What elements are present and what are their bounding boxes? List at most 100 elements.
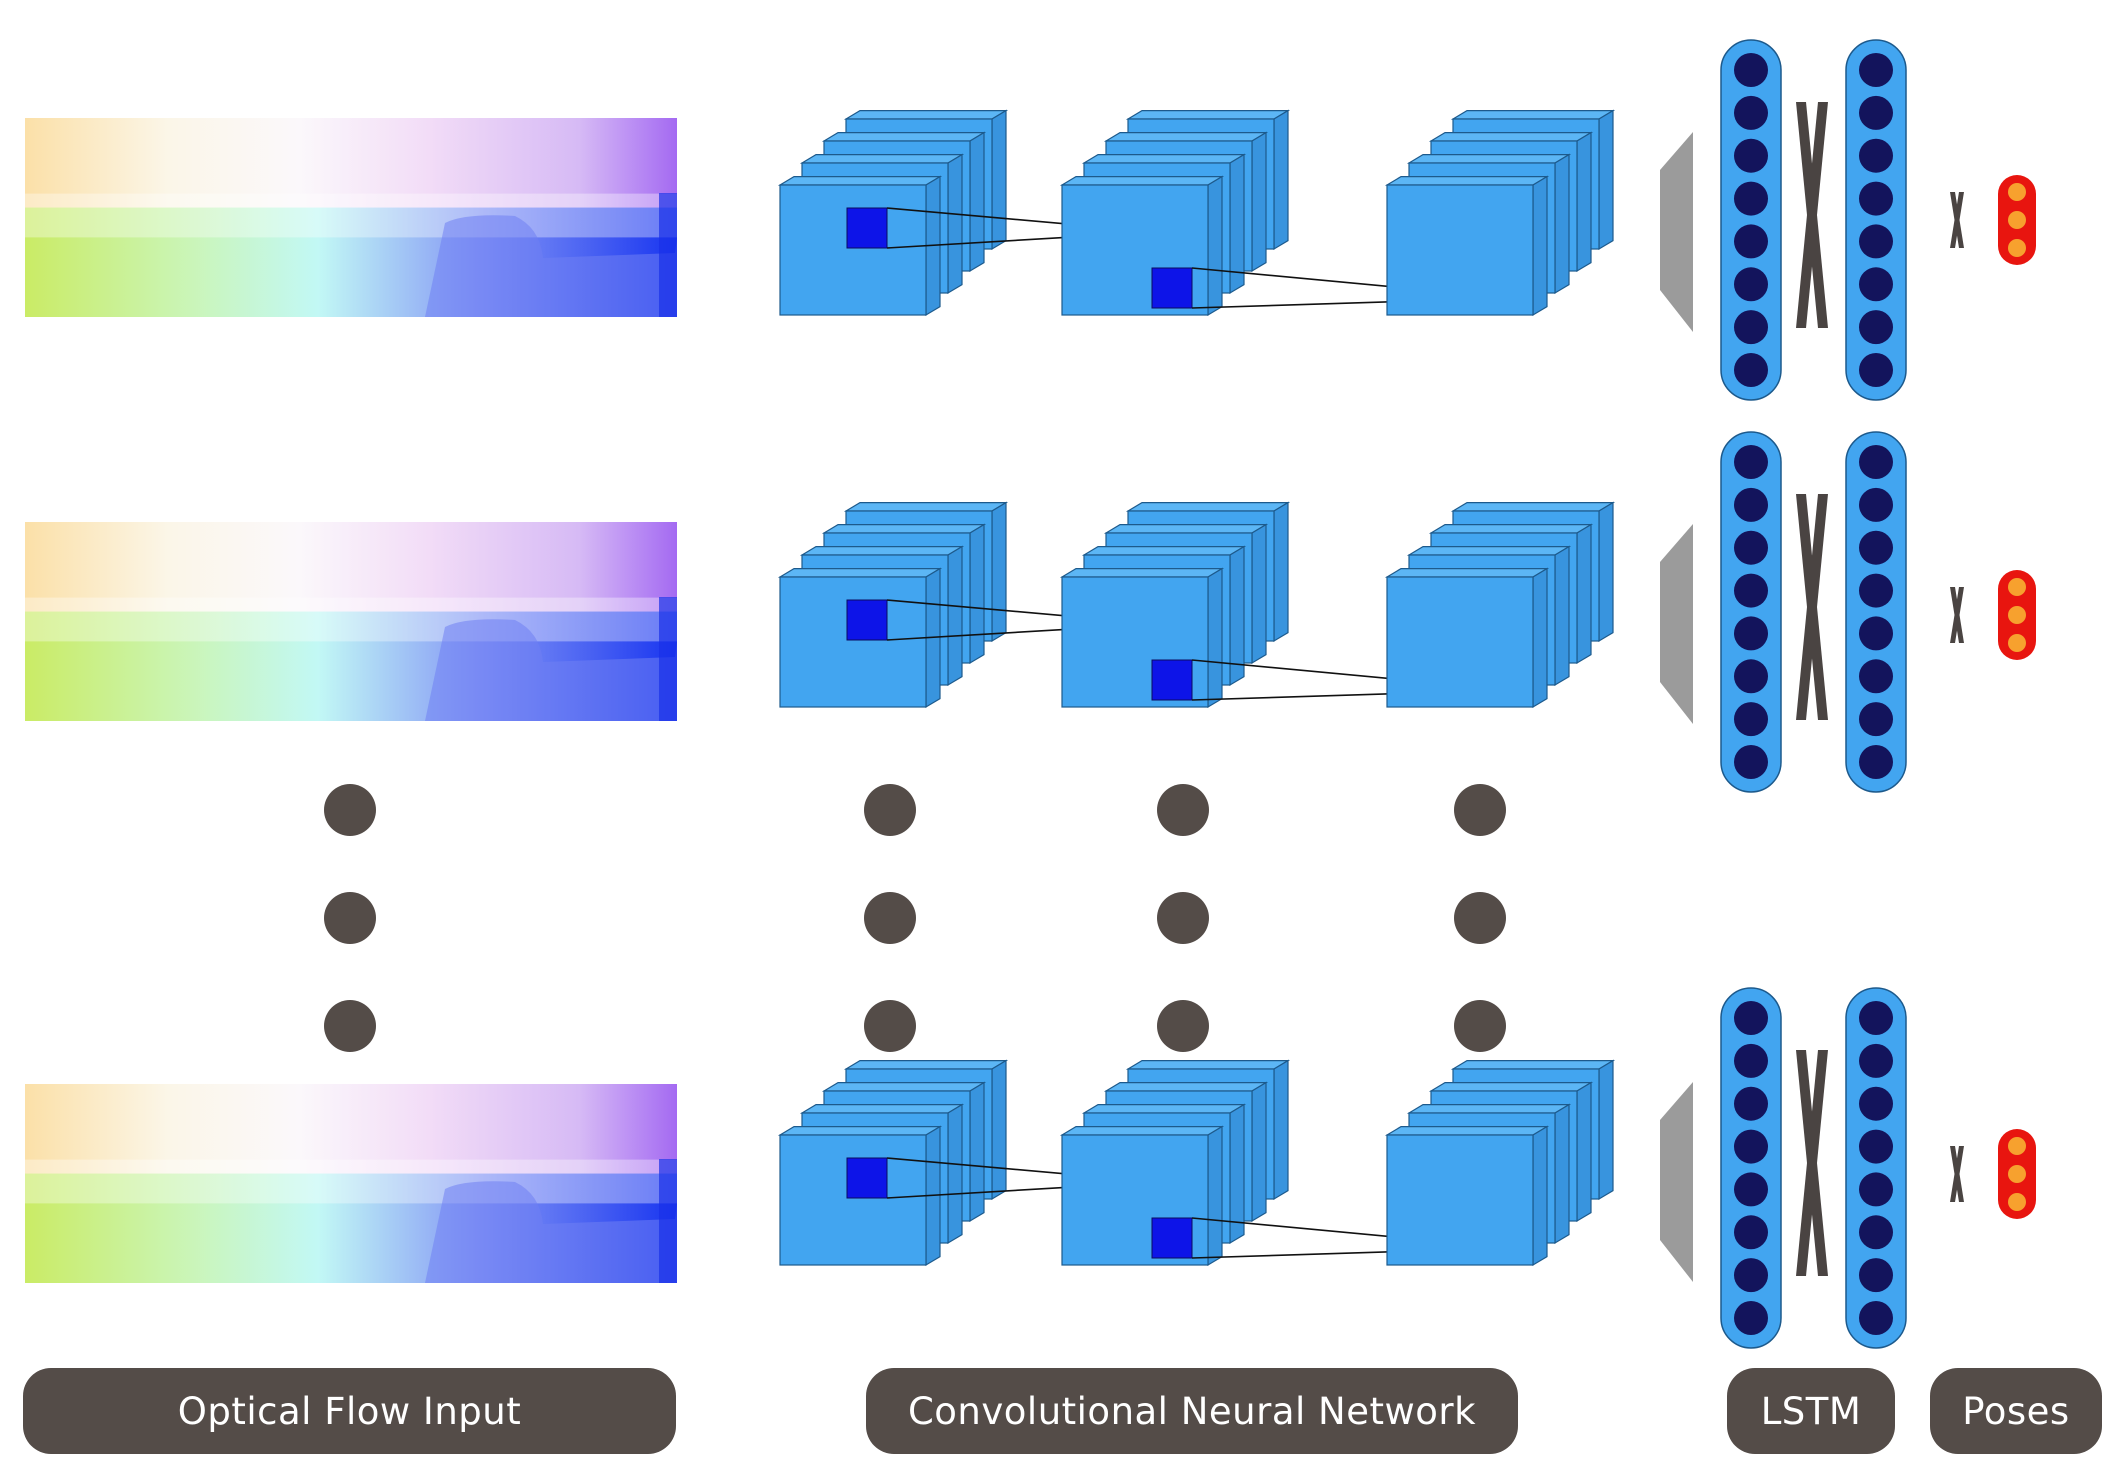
cube-side — [1273, 501, 1289, 643]
cnn-column — [777, 109, 1693, 1282]
pose-column — [1950, 175, 2036, 1219]
cube-side — [1554, 153, 1570, 295]
poses-label: Poses — [1930, 1368, 2102, 1454]
lstm-cell — [1734, 53, 1768, 87]
cnn-block — [777, 109, 1158, 317]
lstm-cell — [1859, 1258, 1893, 1293]
cube-side — [947, 1103, 963, 1245]
lstm-cell — [1734, 95, 1768, 130]
lstm-cell — [1734, 1086, 1768, 1121]
flow-car-blob — [425, 619, 677, 721]
pose-cross-connection — [1950, 1146, 1964, 1202]
lstm-cell — [1734, 1172, 1768, 1207]
ellipsis-dot — [1454, 892, 1506, 944]
pose-cross-connection — [1950, 192, 1964, 248]
cube-top — [1450, 109, 1616, 120]
lstm-cell — [1859, 53, 1893, 87]
cube-side — [1532, 567, 1548, 709]
cube-side — [1251, 131, 1267, 273]
cnn-feature-map — [777, 1125, 943, 1267]
cube-top — [1125, 1059, 1291, 1070]
cube-side — [1554, 1103, 1570, 1245]
lstm-unit — [1720, 987, 1907, 1349]
lstm-cell — [1734, 487, 1768, 522]
cnn-feature-map — [1059, 175, 1225, 317]
conv-kernel — [846, 599, 888, 641]
ellipsis-column — [1454, 784, 1506, 1052]
lstm-cell — [1859, 1301, 1893, 1335]
cnn-to-lstm-funnel — [1660, 1082, 1693, 1282]
lstm-cell — [1734, 616, 1768, 651]
flow-edge-blob — [659, 193, 677, 317]
cnn-block — [777, 1059, 1158, 1267]
lstm-cell — [1859, 530, 1893, 565]
cube-top — [1384, 1125, 1550, 1136]
cnn-feature-map — [1384, 175, 1550, 317]
lstm-cell — [1859, 95, 1893, 130]
conv-kernel — [1151, 659, 1193, 701]
lstm-cell — [1859, 573, 1893, 608]
lstm-cell — [1734, 1301, 1768, 1335]
cube-top — [777, 567, 943, 578]
lstm-cell — [1734, 1001, 1768, 1035]
conv-kernel — [1151, 1217, 1193, 1259]
lstm-cell — [1734, 445, 1768, 479]
ellipsis-dot — [324, 892, 376, 944]
lstm-cell — [1734, 138, 1768, 173]
ellipsis-dot — [1157, 892, 1209, 944]
flow-edge-blob — [659, 597, 677, 721]
cube-top — [1103, 132, 1269, 142]
cube-side — [947, 545, 963, 687]
cube-top — [799, 154, 965, 164]
lstm-cell — [1734, 745, 1768, 779]
ellipsis-dot — [1454, 1000, 1506, 1052]
ellipsis-dot — [324, 784, 376, 836]
lstm-cell — [1859, 1172, 1893, 1207]
lstm-cell — [1859, 310, 1893, 345]
cube-top — [843, 502, 1009, 512]
ellipsis-column — [324, 784, 376, 1052]
cnn-feature-map — [777, 175, 943, 317]
cnn-feature-map — [1384, 1125, 1550, 1267]
lstm-unit — [1720, 39, 1907, 401]
optical-flow-column — [25, 118, 677, 1283]
cube-side — [947, 153, 963, 295]
cube-top — [1428, 523, 1594, 534]
flow-car-blob — [425, 215, 677, 317]
ellipsis-column — [1157, 784, 1209, 1052]
ellipsis-dot — [1157, 1000, 1209, 1052]
ellipsis-dot — [864, 892, 916, 944]
cube-side — [1598, 109, 1614, 251]
cnn-block — [1059, 109, 1513, 317]
cube-top — [1450, 502, 1616, 512]
pose-value — [2008, 183, 2026, 201]
cnn-block — [777, 501, 1158, 709]
ellipsis-dot — [1157, 784, 1209, 836]
cnn-block — [1384, 501, 1616, 709]
lstm-cell — [1859, 487, 1893, 522]
cube-side — [991, 501, 1007, 643]
lstm-layer-bar — [1720, 39, 1782, 401]
lstm-cell — [1859, 445, 1893, 479]
cube-top — [1103, 1081, 1269, 1092]
cube-top — [821, 132, 987, 142]
cube-top — [1125, 502, 1291, 512]
cube-side — [991, 109, 1007, 251]
pose-value — [2008, 239, 2026, 257]
lstm-cell — [1734, 573, 1768, 608]
cube-top — [1406, 154, 1572, 164]
lstm-cell — [1859, 267, 1893, 302]
lstm-layer-bar — [1720, 987, 1782, 1349]
lstm-cell — [1859, 138, 1893, 173]
lstm-cell — [1859, 181, 1893, 216]
optical-flow-input-label: Optical Flow Input — [23, 1368, 676, 1454]
cube-side — [969, 1081, 985, 1223]
cube-top — [1384, 567, 1550, 578]
cnn-to-lstm-funnel — [1660, 524, 1693, 724]
lstm-cell — [1734, 353, 1768, 387]
ellipsis-dot — [864, 1000, 916, 1052]
cube-side — [991, 1059, 1007, 1201]
conv-kernel — [1151, 267, 1193, 309]
